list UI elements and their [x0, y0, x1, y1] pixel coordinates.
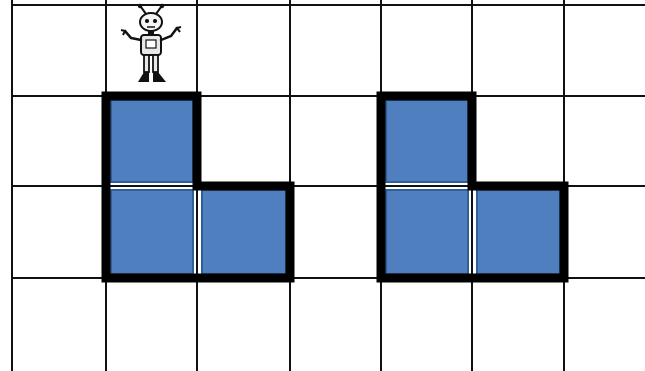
- l-shape-right-cell: [477, 190, 560, 274]
- l-shape-left-cell: [111, 100, 193, 182]
- l-shape-right-cell: [386, 190, 468, 274]
- robot-icon: [121, 4, 181, 82]
- l-shape-left-cell: [202, 190, 286, 274]
- l-shape-left-cell: [111, 190, 193, 274]
- l-shape-right-cell: [386, 100, 468, 182]
